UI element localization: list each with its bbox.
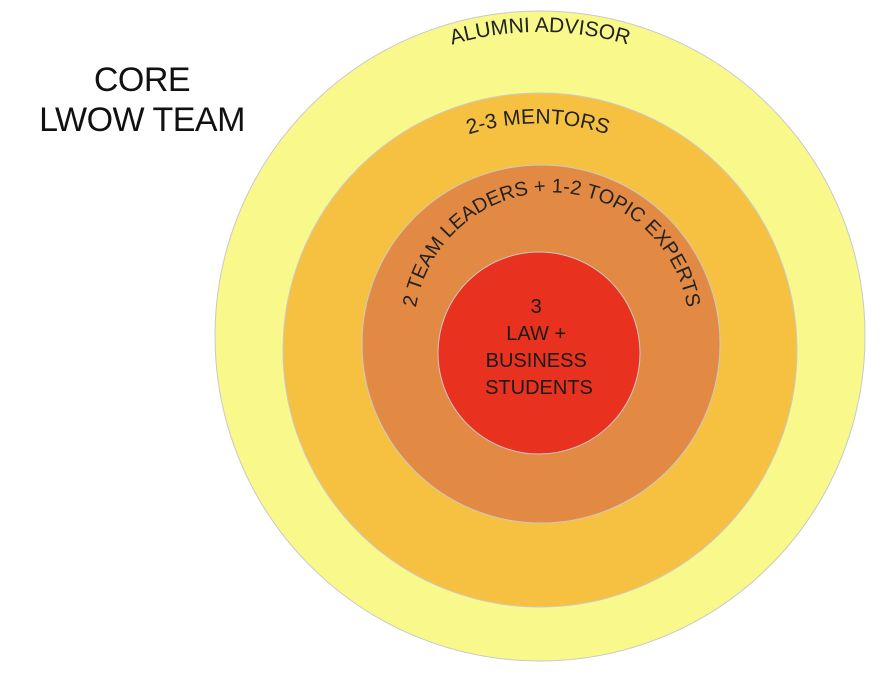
title-line-2: LWOW TEAM <box>39 101 245 139</box>
core-line-1: 3 <box>531 296 542 318</box>
diagram-title: CORE LWOW TEAM <box>22 60 262 140</box>
title-line-1: CORE <box>93 61 191 99</box>
ring-core-students <box>437 251 641 455</box>
core-line-2: LAW + <box>506 323 566 345</box>
core-line-4: STUDENTS <box>485 377 593 399</box>
core-line-3: BUSINESS <box>486 350 587 372</box>
core-label: 3 LAW + BUSINESS STUDENTS <box>485 296 593 399</box>
